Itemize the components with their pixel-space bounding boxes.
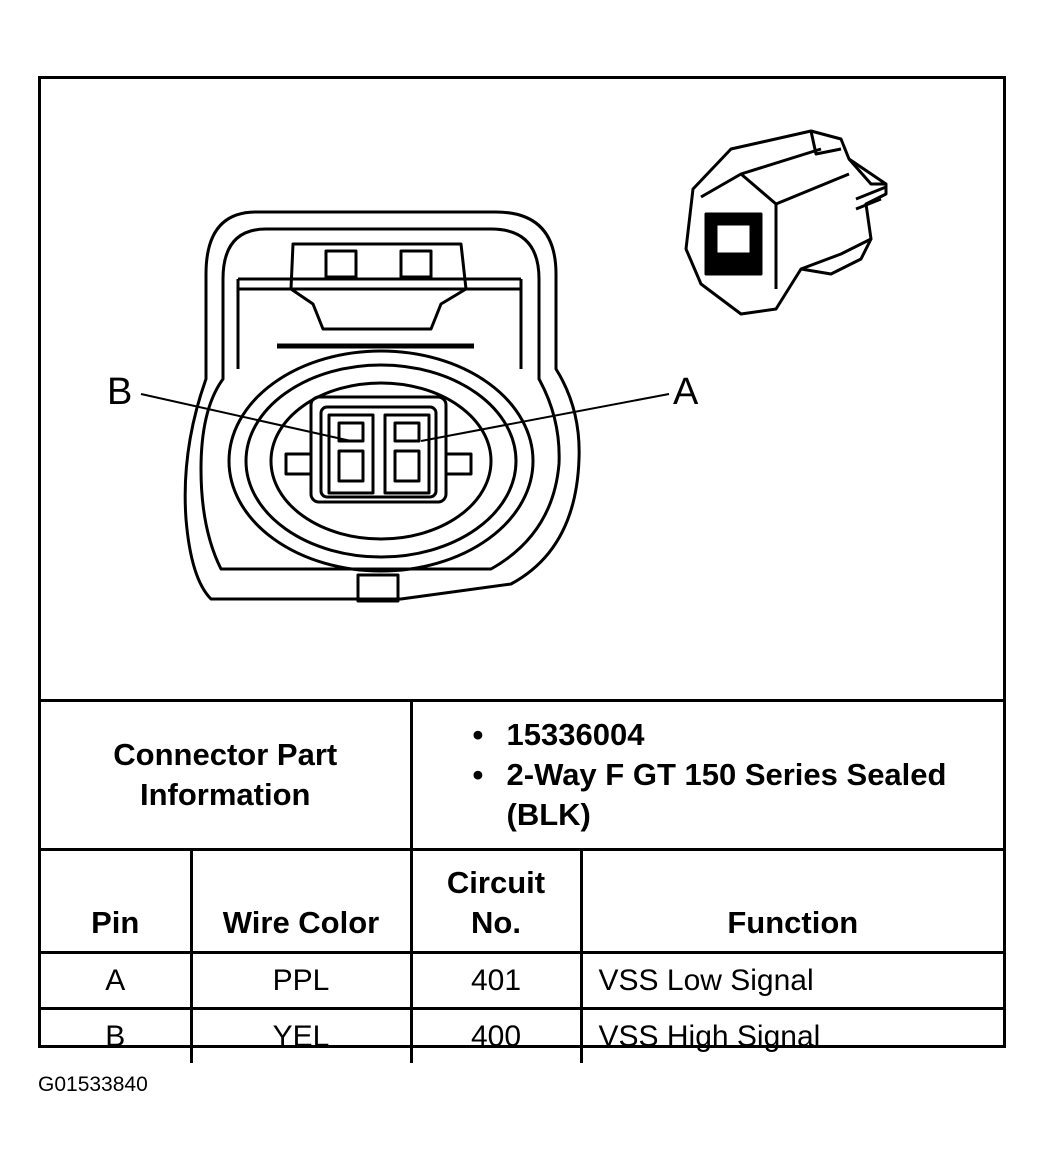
- connector-outer-shell: [183, 210, 581, 601]
- latch-tab: [324, 249, 358, 279]
- function-cell: VSS Low Signal: [579, 951, 1003, 1010]
- connector-inner-shell: [199, 227, 561, 571]
- table-row: B YEL 400 VSS High Signal: [41, 1007, 1003, 1063]
- diagram-frame: B A Connector Part Information 15336004 …: [38, 76, 1006, 1063]
- seal-ring-mid: [244, 363, 518, 559]
- connector-description: 2-Way F GT 150 Series Sealed (BLK): [473, 755, 1003, 835]
- seal-ring-outer: [227, 349, 535, 573]
- connector-3d-view: [684, 129, 888, 316]
- connector-drawing: [140, 129, 888, 603]
- pin-a-cavity: [383, 413, 431, 495]
- header-pin: Pin: [41, 848, 193, 954]
- seal-ring-inner: [269, 381, 493, 541]
- pin-cell: A: [41, 951, 193, 1010]
- function-cell: VSS High Signal: [579, 1007, 1003, 1063]
- connector-part-info-label: Connector Part Information: [41, 699, 413, 851]
- wire-color-cell: YEL: [189, 1007, 413, 1063]
- bottom-key: [356, 573, 400, 603]
- terminal-block: [309, 395, 448, 504]
- header-wire-color: Wire Color: [189, 848, 413, 954]
- callout-b: B: [107, 371, 133, 413]
- header-circuit: Circuit No.: [409, 848, 583, 954]
- connector-table: Connector Part Information 15336004 2-Wa…: [41, 699, 1003, 1063]
- header-function: Function: [579, 848, 1003, 954]
- latch-top: [289, 242, 468, 331]
- latch-tab-2: [399, 249, 433, 279]
- circuit-cell: 401: [409, 951, 583, 1010]
- leader-line-a: [420, 393, 670, 442]
- pin-cell: B: [41, 1007, 193, 1063]
- leader-line-b: [140, 393, 352, 442]
- pin-b-cavity: [327, 413, 375, 495]
- wire-color-cell: PPL: [189, 951, 413, 1010]
- figure-id: G01533840: [38, 1073, 148, 1096]
- circuit-cell: 400: [409, 1007, 583, 1063]
- callout-a: A: [673, 371, 699, 413]
- part-number: 15336004: [473, 715, 1003, 755]
- table-row: A PPL 401 VSS Low Signal: [41, 951, 1003, 1010]
- connector-part-info-list: 15336004 2-Way F GT 150 Series Sealed (B…: [409, 699, 1003, 851]
- connector-illustration: B A: [41, 79, 1003, 699]
